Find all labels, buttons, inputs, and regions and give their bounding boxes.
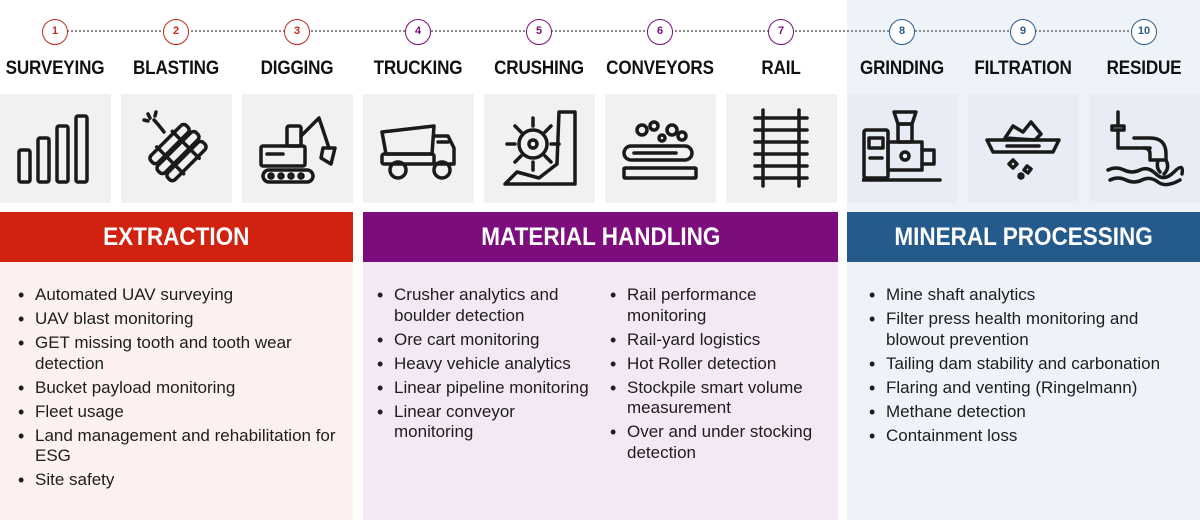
list-item: Hot Roller detection xyxy=(610,354,835,375)
step-number-4: 4 xyxy=(405,19,431,45)
step-label-grinding: GRINDING xyxy=(859,58,945,79)
excavator-icon xyxy=(259,116,337,184)
list-item: Containment loss xyxy=(869,426,1194,447)
step-number-9: 9 xyxy=(1010,19,1036,45)
grinding-machine-icon xyxy=(862,110,942,182)
tile-conveyors xyxy=(605,94,716,203)
filter-icon xyxy=(985,120,1061,180)
step-label-conveyors: CONVEYORS xyxy=(606,58,714,79)
list-item: Rail-yard logistics xyxy=(610,330,835,351)
bar-chart-icon xyxy=(17,114,89,184)
tile-trucking xyxy=(363,94,474,203)
step-number-3: 3 xyxy=(284,19,310,45)
list-item: Stockpile smart volume measurement xyxy=(610,378,835,419)
list-item: Fleet usage xyxy=(18,402,348,423)
list-item: Land management and rehabilitation for E… xyxy=(18,426,348,467)
step-number-10: 10 xyxy=(1131,19,1157,45)
list-item: UAV blast monitoring xyxy=(18,309,348,330)
step-label-filtration: FILTRATION xyxy=(974,58,1072,79)
list-item: Over and under stocking detection xyxy=(610,422,835,463)
list-item: Mine shaft analytics xyxy=(869,285,1194,306)
mineral-processing-title: MINERAL PROCESSING xyxy=(894,223,1153,251)
tile-rail xyxy=(726,94,837,203)
conveyor-icon xyxy=(622,120,698,180)
tile-digging xyxy=(242,94,353,203)
step-label-residue: RESIDUE xyxy=(1106,58,1182,79)
list-item: Heavy vehicle analytics xyxy=(377,354,592,375)
step-label-surveying: SURVEYING xyxy=(5,58,105,79)
step-label-crushing: CRUSHING xyxy=(494,58,584,79)
list-item: Bucket payload monitoring xyxy=(18,378,348,399)
list-item: Linear pipeline monitoring xyxy=(377,378,592,399)
tile-grinding xyxy=(847,94,958,203)
step-label-blasting: BLASTING xyxy=(133,58,219,79)
tile-residue xyxy=(1089,94,1200,203)
step-number-2: 2 xyxy=(163,19,189,45)
rail-track-icon xyxy=(753,108,809,188)
step-number-1: 1 xyxy=(42,19,68,45)
timeline-connector xyxy=(55,30,1145,32)
tile-filtration xyxy=(968,94,1079,203)
step-label-trucking: TRUCKING xyxy=(373,58,463,79)
step-label-digging: DIGGING xyxy=(260,58,334,79)
dump-truck-icon xyxy=(380,124,456,180)
list-item: Filter press health monitoring and blowo… xyxy=(869,309,1194,350)
tile-surveying xyxy=(0,94,111,203)
step-number-6: 6 xyxy=(647,19,673,45)
list-item: Crusher analytics and boulder detection xyxy=(377,285,592,326)
list-item: GET missing tooth and tooth wear detecti… xyxy=(18,333,348,374)
material-handling-list-left: Crusher analytics and boulder detection … xyxy=(377,285,592,446)
mineral-processing-list: Mine shaft analytics Filter press health… xyxy=(869,285,1194,450)
material-handling-list-right: Rail performance monitoring Rail-yard lo… xyxy=(610,285,835,467)
dynamite-icon xyxy=(142,110,208,183)
list-item: Linear conveyor monitoring xyxy=(377,402,592,443)
list-item: Flaring and venting (Ringelmann) xyxy=(869,378,1194,399)
step-number-8: 8 xyxy=(889,19,915,45)
list-item: Ore cart monitoring xyxy=(377,330,592,351)
material-handling-header: MATERIAL HANDLING xyxy=(363,212,838,262)
list-item: Site safety xyxy=(18,470,348,491)
list-item: Automated UAV surveying xyxy=(18,285,348,306)
list-item: Tailing dam stability and carbonation xyxy=(869,354,1194,375)
step-number-5: 5 xyxy=(526,19,552,45)
extraction-header: EXTRACTION xyxy=(0,212,353,262)
material-handling-title: MATERIAL HANDLING xyxy=(480,223,721,251)
step-number-7: 7 xyxy=(768,19,794,45)
mineral-processing-header: MINERAL PROCESSING xyxy=(847,212,1200,262)
tile-blasting xyxy=(121,94,232,203)
list-item: Rail performance monitoring xyxy=(610,285,835,326)
step-label-rail: RAIL xyxy=(761,58,801,79)
tile-crushing xyxy=(484,94,595,203)
list-item: Methane detection xyxy=(869,402,1194,423)
crusher-icon xyxy=(503,110,577,186)
extraction-title: EXTRACTION xyxy=(103,223,250,251)
residue-pipe-icon xyxy=(1106,110,1184,187)
extraction-list: Automated UAV surveying UAV blast monito… xyxy=(18,285,348,494)
